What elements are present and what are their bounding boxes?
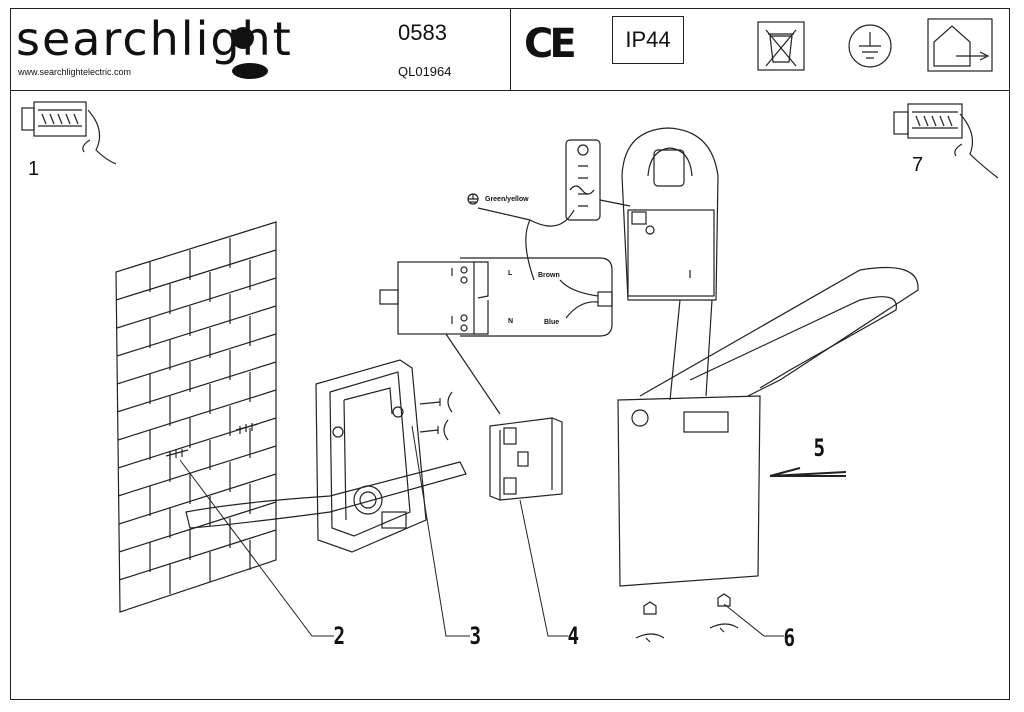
earth-symbol-icon bbox=[848, 24, 892, 68]
website-url: www.searchlightelectric.com bbox=[18, 67, 132, 77]
callout-number: 4 bbox=[567, 622, 580, 650]
weee-bin-icon bbox=[757, 21, 805, 71]
wiring-detail-inset bbox=[379, 257, 613, 415]
lamp-body bbox=[617, 266, 919, 587]
brown-wire-label: Brown bbox=[538, 272, 560, 279]
terminal-n-label: N bbox=[508, 318, 514, 325]
model-number: 0583 bbox=[398, 20, 447, 45]
screw bbox=[419, 391, 453, 441]
logo-bulb-icon bbox=[232, 27, 268, 79]
ce-mark: CE bbox=[524, 21, 577, 67]
earth-wire bbox=[467, 193, 575, 281]
terminal-l-label: L bbox=[508, 270, 513, 277]
light-head bbox=[599, 127, 719, 301]
product-code: QL01964 bbox=[398, 64, 452, 79]
terminal-block-hand-icon bbox=[893, 103, 999, 179]
callout-number: 3 bbox=[469, 622, 482, 650]
callout-number: 6 bbox=[783, 624, 796, 652]
indoor-outdoor-icon bbox=[927, 18, 993, 72]
header-separator bbox=[510, 8, 511, 90]
terminal-block-hand-icon bbox=[21, 101, 117, 165]
terminal-block bbox=[489, 417, 563, 501]
wall-plug bbox=[165, 423, 259, 460]
step-number-last: 7 bbox=[912, 154, 924, 176]
mounting-bracket bbox=[315, 359, 427, 553]
callout-number: 2 bbox=[333, 622, 346, 650]
callout-number: 5 bbox=[813, 434, 826, 462]
step-number-first: 1 bbox=[28, 158, 40, 180]
grub-screw bbox=[635, 593, 739, 643]
callout-leader bbox=[179, 425, 784, 637]
terminal-strip bbox=[565, 139, 601, 221]
brick-wall bbox=[115, 221, 277, 613]
direction-arrow bbox=[769, 467, 847, 477]
supply-cable bbox=[185, 461, 467, 529]
earth-wire-label: Green/yellow bbox=[485, 196, 529, 203]
ip-rating-badge: IP44 bbox=[612, 16, 684, 64]
header-divider bbox=[10, 90, 1010, 91]
blue-wire-label: Blue bbox=[544, 319, 560, 326]
